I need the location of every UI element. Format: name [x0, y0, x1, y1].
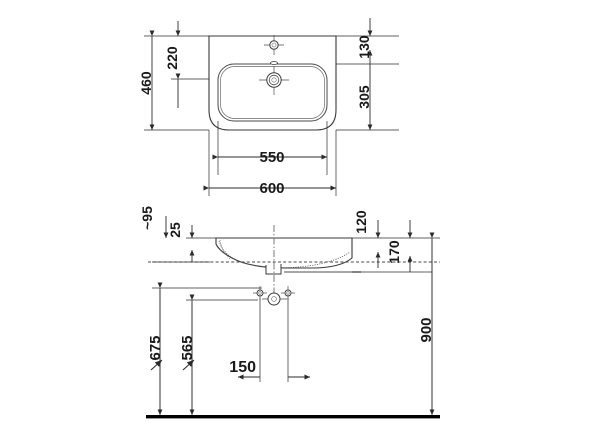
dim-height-to-rim: 675 — [147, 335, 164, 360]
top-view-extension-lines — [144, 35, 399, 196]
dim-bowl-width: 550 — [259, 149, 284, 166]
dim-rim-edge: 25 — [167, 222, 183, 238]
dim-depth-overall: 460 — [138, 71, 154, 95]
side-view-dimension-lines — [157, 216, 435, 415]
top-view-bowl-rim-inner — [220, 66, 325, 119]
top-view-dimension-lines — [149, 18, 373, 191]
dim-rim-thickness-approx: ~95 — [139, 206, 155, 230]
drain-hole-icon — [259, 66, 289, 95]
top-view-group: 460 220 130 305 550 600 — [138, 18, 399, 197]
dim-taphole-spacing: 150 — [229, 359, 256, 376]
dim-basin-height: 120 — [353, 210, 369, 234]
side-view-bowl-inner-curve — [218, 240, 351, 268]
dim-floor-to-top: 900 — [418, 317, 435, 342]
side-view-basin-outline — [215, 237, 353, 269]
dim-depth-to-taphole: 220 — [164, 46, 180, 70]
dim-height-to-underside: 565 — [179, 335, 196, 360]
overflow-slot-icon — [269, 61, 278, 65]
front-side-view-group: ~95 25 120 170 675 565 150 900 — [139, 206, 440, 419]
tap-hole-icon — [264, 35, 284, 55]
dim-basin-total-height: 170 — [386, 240, 402, 264]
supply-connection-right — [281, 286, 295, 300]
waste-outlet-symbol — [262, 292, 287, 306]
floor-line — [146, 415, 440, 419]
waste-connection-stub — [265, 264, 282, 275]
dim-bowl-depth: 305 — [356, 85, 372, 109]
dim-rear-to-bowl: 130 — [356, 35, 372, 59]
dim-width-overall: 600 — [259, 180, 284, 197]
leader-arrows — [150, 359, 195, 371]
